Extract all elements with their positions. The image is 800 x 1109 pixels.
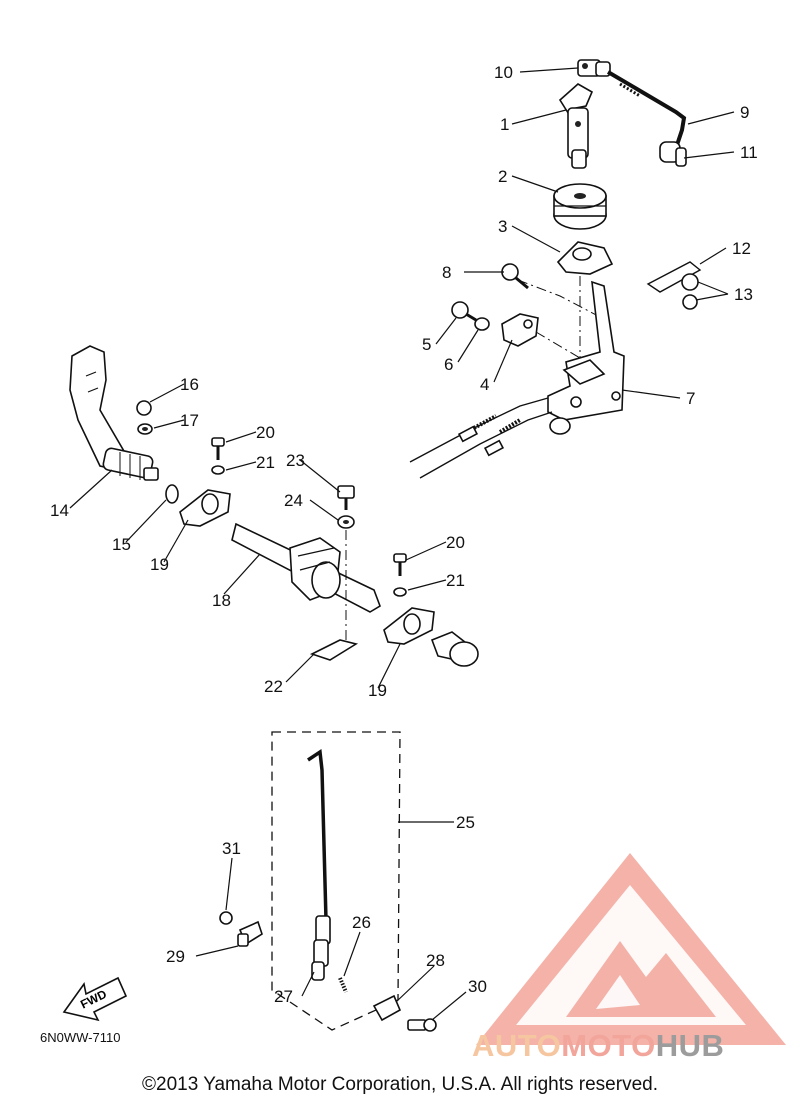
part-18-shaft xyxy=(231,522,381,613)
throttle-cables xyxy=(409,397,553,479)
callout-21-right: 21 xyxy=(446,571,465,590)
part-21-washer-right xyxy=(393,587,407,597)
callout-30: 30 xyxy=(468,977,487,996)
part-23-bolt xyxy=(337,485,355,510)
callout-numbers: 10 1 2 3 8 5 6 4 7 9 11 12 13 16 17 14 1… xyxy=(50,63,758,1006)
callout-3: 3 xyxy=(498,217,507,236)
part-5-screw xyxy=(451,301,477,322)
callout-19-left: 19 xyxy=(150,555,169,574)
fwd-arrow-icon: FWD xyxy=(62,976,128,1022)
callout-27: 27 xyxy=(274,987,293,1006)
part-12-rod xyxy=(646,261,702,293)
part-30-screw xyxy=(407,1018,437,1032)
wordmark-hub: HUB xyxy=(655,1028,725,1063)
callout-31: 31 xyxy=(222,839,241,858)
part-8-bolt xyxy=(501,263,529,290)
part-24-washer xyxy=(337,515,355,529)
callout-4: 4 xyxy=(480,375,489,394)
callout-24: 24 xyxy=(284,491,303,510)
callout-1: 1 xyxy=(500,115,509,134)
part-29-clip xyxy=(237,920,263,947)
callout-26: 26 xyxy=(352,913,371,932)
part-17-washer xyxy=(137,423,153,435)
part-7-bracket xyxy=(547,280,625,435)
callout-16: 16 xyxy=(180,375,199,394)
part-4-bracket xyxy=(501,313,539,347)
callout-8: 8 xyxy=(442,263,451,282)
callout-11: 11 xyxy=(740,143,758,162)
callout-15: 15 xyxy=(112,535,131,554)
callout-20-left: 20 xyxy=(256,423,275,442)
automotohub-wordmark: AUTOMOTOHUB xyxy=(472,1028,724,1064)
part-6-washer xyxy=(474,317,490,331)
callout-17: 17 xyxy=(180,411,199,430)
part-13-nuts xyxy=(681,273,699,310)
part-15-ring xyxy=(165,484,179,504)
part-25-rod xyxy=(307,748,331,981)
part-14-handle xyxy=(69,345,159,481)
part-26-spring xyxy=(338,977,348,993)
callout-9: 9 xyxy=(740,103,749,122)
callout-29: 29 xyxy=(166,947,185,966)
callout-23: 23 xyxy=(286,451,305,470)
callout-22: 22 xyxy=(264,677,283,696)
part-20-bolt-left xyxy=(211,437,225,460)
knob xyxy=(430,631,479,667)
part-28-clip xyxy=(372,994,402,1022)
part-19-bushing-left xyxy=(179,489,231,527)
callout-21-left: 21 xyxy=(256,453,275,472)
part-22-plate xyxy=(309,639,359,661)
callout-25: 25 xyxy=(456,813,475,832)
assembly-25-boundary xyxy=(271,731,401,1031)
callout-7: 7 xyxy=(686,389,695,408)
callout-14: 14 xyxy=(50,501,69,520)
part-31-nut xyxy=(219,911,233,925)
part-10-clip xyxy=(577,59,611,77)
callout-10: 10 xyxy=(494,63,513,82)
copyright-notice: ©2013 Yamaha Motor Corporation, U.S.A. A… xyxy=(142,1074,658,1095)
part-3-plate xyxy=(556,241,614,275)
callout-20-right: 20 xyxy=(446,533,465,552)
part-1-lever xyxy=(558,83,594,169)
callout-2: 2 xyxy=(498,167,507,186)
part-9-rod xyxy=(606,70,687,149)
part-11-end xyxy=(659,141,687,167)
part-21-washer-left xyxy=(211,465,225,475)
wordmark-auto: AUTO xyxy=(472,1028,562,1063)
automotohub-logo-icon xyxy=(476,853,786,1045)
part-19-bushing-right xyxy=(383,607,435,645)
callout-19-right: 19 xyxy=(368,681,387,700)
callout-28: 28 xyxy=(426,951,445,970)
callout-12: 12 xyxy=(732,239,751,258)
callout-18: 18 xyxy=(212,591,231,610)
callout-6: 6 xyxy=(444,355,453,374)
callout-5: 5 xyxy=(422,335,431,354)
part-16-screw xyxy=(136,400,152,416)
part-20-bolt-right xyxy=(393,553,407,576)
drawing-code: 6N0WW-7110 xyxy=(40,1030,121,1045)
part-2-pulley xyxy=(553,183,607,230)
callout-13: 13 xyxy=(734,285,753,304)
wordmark-moto: MOTO xyxy=(561,1028,656,1063)
leader-lines xyxy=(69,67,735,1021)
